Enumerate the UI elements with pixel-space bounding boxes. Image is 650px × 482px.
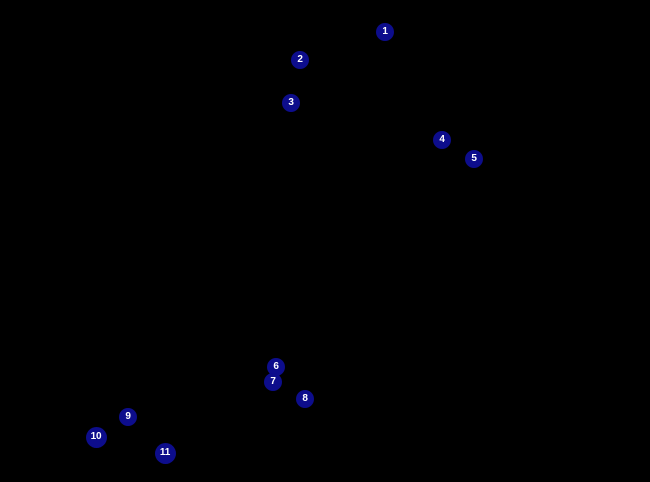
marker-4[interactable]: 4 [433,131,451,149]
marker-5[interactable]: 5 [465,150,483,168]
marker-1[interactable]: 1 [376,23,394,41]
marker-3[interactable]: 3 [282,94,300,112]
marker-10[interactable]: 10 [85,426,107,448]
marker-2[interactable]: 2 [291,51,309,69]
marker-6[interactable]: 6 [267,358,285,376]
marker-8[interactable]: 8 [296,390,314,408]
marker-9[interactable]: 9 [119,408,137,426]
marker-11[interactable]: 11 [154,442,176,464]
marker-7[interactable]: 7 [264,373,282,391]
